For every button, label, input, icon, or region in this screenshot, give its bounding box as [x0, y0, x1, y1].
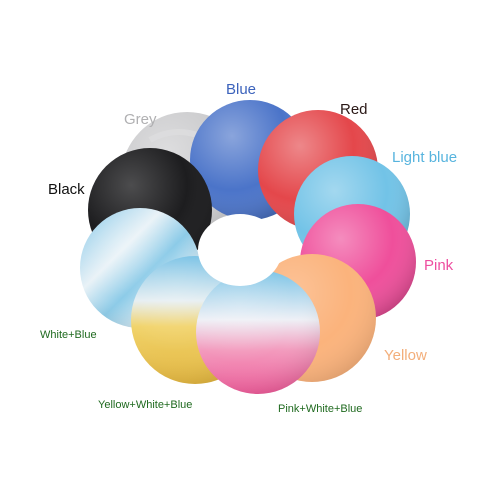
label-black: Black: [48, 181, 85, 198]
cap-pink-white-blue: [196, 270, 320, 394]
ring-center: [198, 214, 282, 286]
label-yellow-white-blue: Yellow+White+Blue: [98, 399, 193, 411]
label-pink: Pink: [424, 257, 454, 274]
label-grey: Grey: [124, 111, 157, 128]
label-red: Red: [340, 101, 368, 118]
label-light-blue: Light blue: [392, 149, 458, 166]
label-yellow: Yellow: [384, 347, 427, 364]
label-blue: Blue: [226, 81, 257, 98]
label-pink-white-blue: Pink+White+Blue: [278, 403, 363, 415]
label-white-blue: White+Blue: [40, 329, 97, 341]
